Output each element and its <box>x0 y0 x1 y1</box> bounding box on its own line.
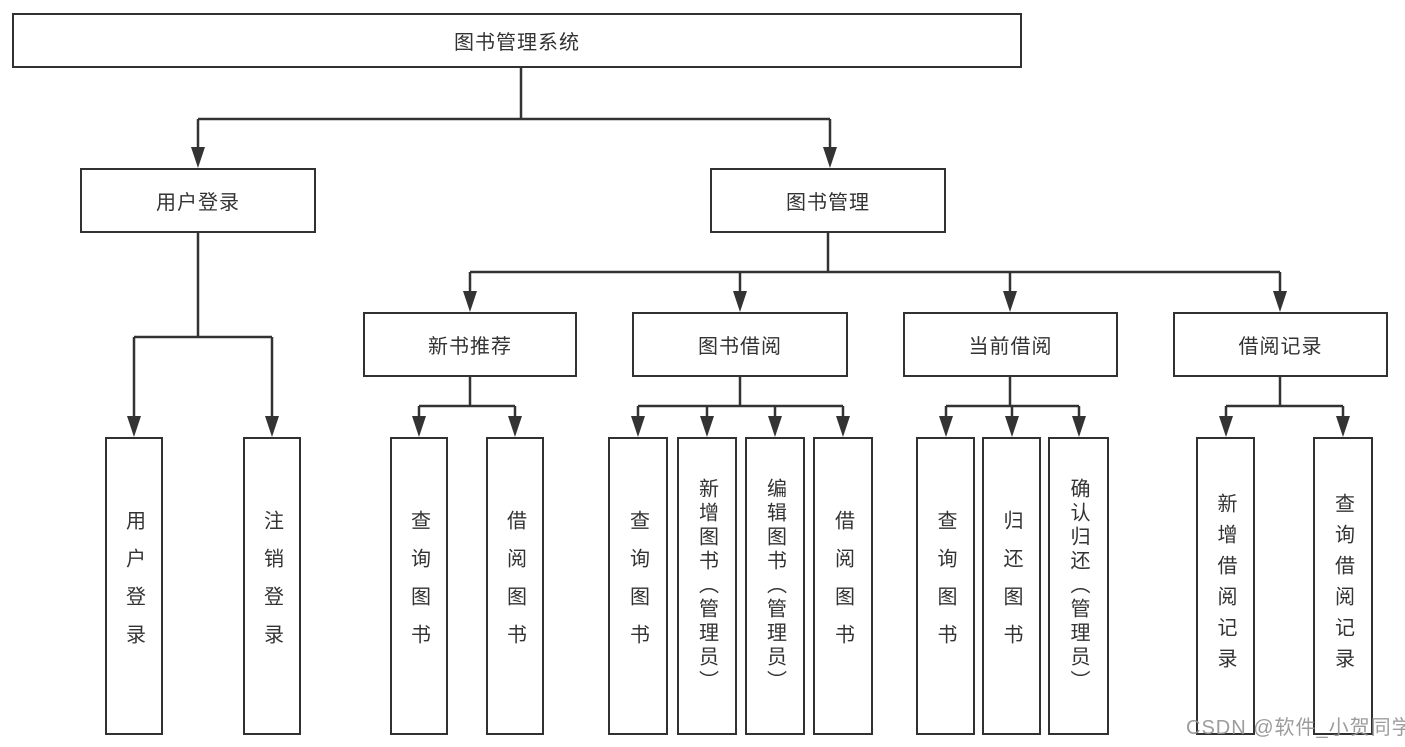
node-borrow-records: 借阅记录 <box>1173 312 1388 377</box>
node-query-books-current: 查询图书 <box>916 437 975 735</box>
node-logout-leaf: 注销登录 <box>243 437 301 735</box>
node-book-management: 图书管理 <box>710 168 946 233</box>
node-borrow-books-recommend: 借阅图书 <box>486 437 544 735</box>
node-borrow-books-leaf: 借阅图书 <box>813 437 873 735</box>
node-library-management-system: 图书管理系统 <box>12 13 1022 68</box>
node-user-login-leaf: 用户登录 <box>105 437 163 735</box>
node-query-books-recommend: 查询图书 <box>390 437 448 735</box>
node-query-borrow-record: 查询借阅记录 <box>1313 437 1373 735</box>
node-add-book-admin: 新增图书（管理员） <box>677 437 737 735</box>
node-query-books-borrow: 查询图书 <box>608 437 668 735</box>
node-new-book-recommend: 新书推荐 <box>363 312 577 377</box>
node-return-book: 归还图书 <box>982 437 1041 735</box>
node-book-borrow: 图书借阅 <box>632 312 848 377</box>
node-add-borrow-record: 新增借阅记录 <box>1196 437 1255 735</box>
csdn-watermark: CSDN @软件_小贺同学 <box>1186 717 1405 739</box>
node-edit-book-admin: 编辑图书（管理员） <box>745 437 805 735</box>
node-user-login: 用户登录 <box>80 168 316 233</box>
node-confirm-return-admin: 确认归还（管理员） <box>1048 437 1109 735</box>
node-current-borrow: 当前借阅 <box>903 312 1118 377</box>
